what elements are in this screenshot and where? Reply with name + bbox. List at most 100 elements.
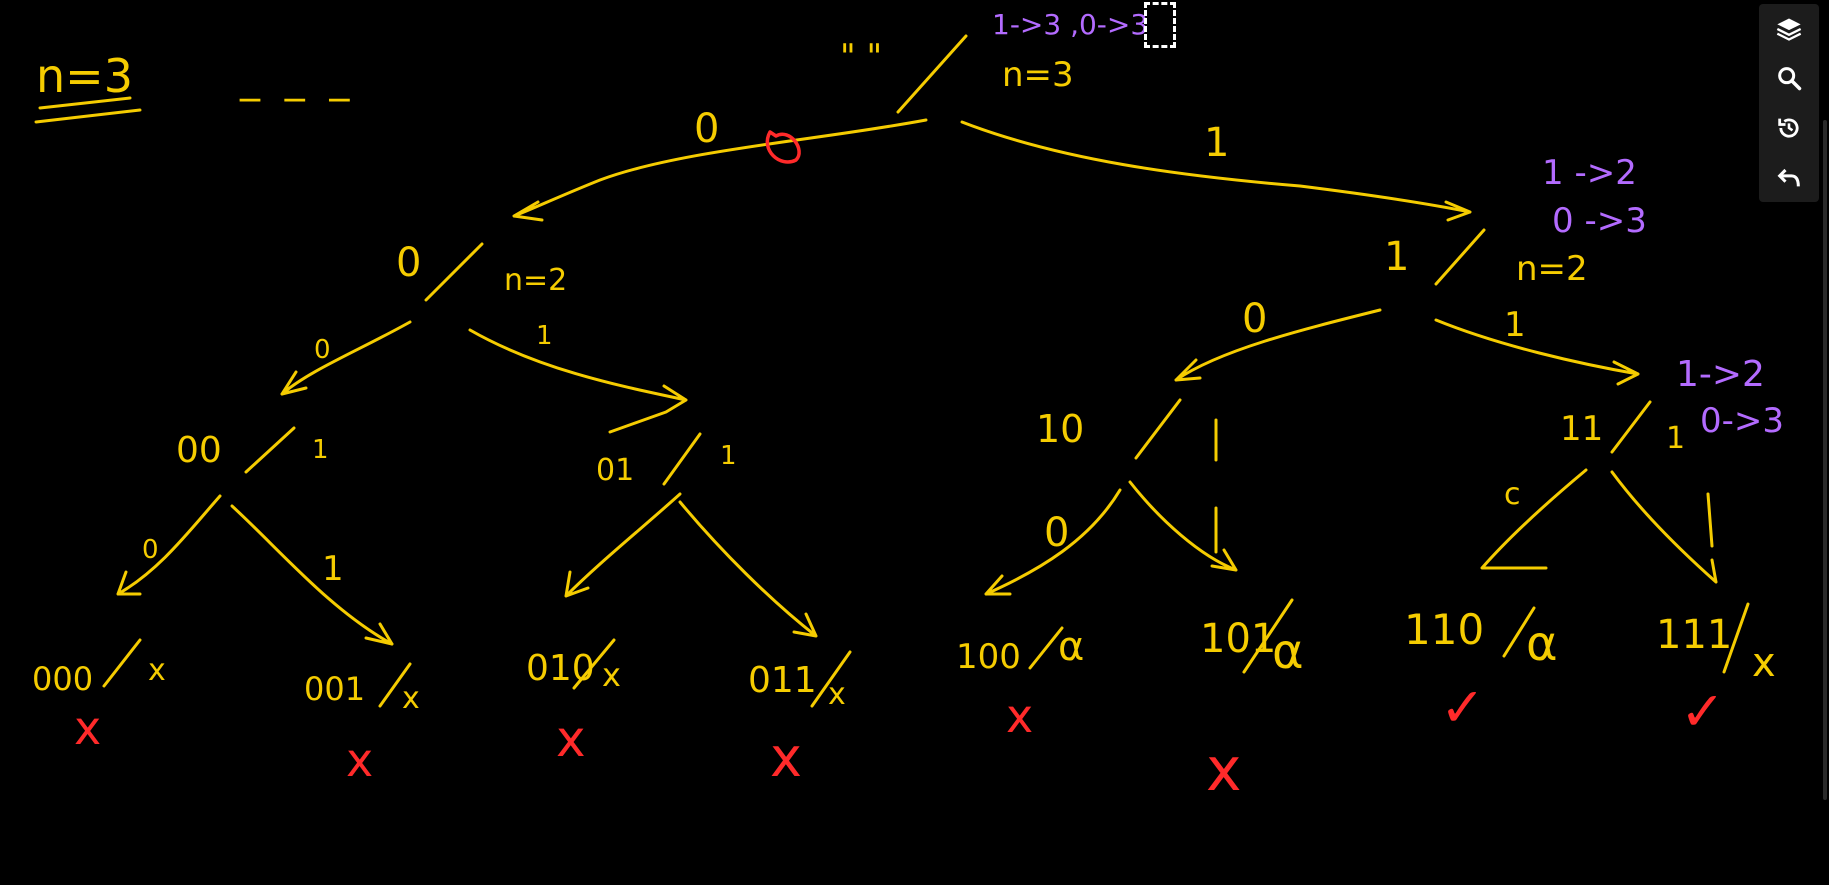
leaf-110-verdict: ✓ [1440, 676, 1485, 739]
edge-10-left-label: 0 [1044, 510, 1069, 556]
node-00-divider [244, 426, 296, 474]
edge-00-right-label: 1 [322, 549, 344, 589]
node-10-label: 10 [1036, 407, 1084, 451]
node-00-side: 1 [312, 435, 329, 465]
node-11-count-1: 1->2 [1676, 354, 1765, 395]
leaf-001: 001 x x [304, 662, 420, 787]
leaf-111-divider [1722, 602, 1750, 674]
leaf-000-divider [102, 638, 142, 688]
node-1-n: n=2 [1516, 249, 1588, 289]
node-00-label: 00 [176, 430, 222, 471]
leaf-011: 011 x x [748, 650, 852, 789]
edge-root-right [960, 120, 1472, 222]
red-dot-mark [765, 130, 801, 164]
edge-root-left [512, 118, 928, 222]
edge-11-left-label: c [1504, 477, 1521, 512]
leaf-001-divider [378, 662, 412, 708]
leaf-010: 010 x x [526, 638, 621, 768]
leaf-110-label: 110 [1404, 605, 1484, 654]
leaf-100: 100 α x [956, 624, 1084, 743]
leaf-010-tag: x [602, 656, 621, 694]
leaf-010-label: 010 [526, 648, 595, 689]
edge-0-left [280, 320, 412, 396]
undo-icon[interactable] [1767, 155, 1811, 199]
leaf-011-verdict: x [770, 726, 802, 789]
leaf-111-verdict: ✓ [1680, 680, 1725, 743]
edge-11-right [1610, 470, 1718, 584]
leaf-100-divider [1028, 626, 1064, 670]
edge-0-left-label: 0 [314, 335, 331, 365]
selection-handle[interactable] [1144, 2, 1176, 48]
leaf-111-label: 111 [1656, 612, 1732, 658]
node-01-side: 1 [720, 441, 737, 471]
edge-0-right-label: 1 [536, 321, 553, 351]
root-divider [896, 34, 968, 114]
edge-10-right [1128, 480, 1238, 572]
node-11-label: 11 [1560, 409, 1603, 449]
leaf-110-divider [1502, 606, 1536, 658]
node-10-divider [1134, 398, 1182, 460]
leaf-000-label: 000 [32, 660, 93, 698]
node-0-label: 0 [396, 240, 421, 286]
edge-root-right-label: 1 [1204, 120, 1229, 166]
vertical-scrollbar[interactable] [1823, 120, 1827, 800]
node-11-side: 1 [1666, 421, 1685, 456]
root-n: n=3 [1002, 55, 1074, 95]
canvas-toolbar [1759, 4, 1819, 202]
leaf-010-verdict: x [556, 710, 586, 768]
edge-11-left [1480, 468, 1588, 570]
leaf-000-verdict: x [74, 701, 101, 755]
edge-0-right [468, 328, 688, 434]
leaf-111: 111 x ✓ [1656, 602, 1776, 743]
node-01-label: 01 [596, 453, 634, 488]
leaf-101-label: 101 [1200, 616, 1276, 662]
leaf-011-divider [810, 650, 852, 708]
leaf-101-verdict: x [1206, 735, 1242, 805]
edge-root-left-label: 0 [694, 106, 719, 152]
node-11-divider [1610, 400, 1652, 454]
edge-00-right [230, 504, 394, 646]
leaf-101-tag: α [1272, 624, 1304, 680]
edge-01-left [564, 492, 682, 598]
leaf-101-divider [1242, 598, 1294, 674]
leaf-011-tag: x [828, 677, 846, 712]
leaf-110-tag: α [1526, 616, 1558, 672]
root-label: " " [840, 37, 882, 77]
node-1-count-0: 0 ->3 [1552, 201, 1647, 241]
leaf-000-tag: x [148, 653, 166, 688]
layers-icon[interactable] [1767, 7, 1811, 51]
blank-slots: _ _ _ [239, 56, 355, 102]
edge-01-right [678, 500, 818, 638]
leaf-100-label: 100 [956, 637, 1021, 677]
history-icon[interactable] [1767, 106, 1811, 150]
node-1-divider [1434, 228, 1486, 286]
edge-00-left [116, 494, 222, 596]
edge-1-left [1174, 308, 1382, 382]
edge-00-left-label: 0 [142, 535, 159, 565]
leaf-000: 000 x x [32, 638, 166, 755]
node-1-count-1: 1 ->2 [1542, 153, 1637, 193]
leaf-001-tag: x [402, 681, 420, 716]
leaf-100-tag: α [1058, 624, 1084, 670]
edge-1-right-label: 1 [1504, 305, 1526, 345]
leaf-101: 101 α x [1200, 598, 1304, 805]
node-01-divider [662, 432, 702, 486]
edge-1-right [1434, 318, 1640, 386]
problem-underline [34, 96, 142, 124]
leaf-011-label: 011 [748, 660, 817, 701]
leaf-111-tag: x [1752, 640, 1776, 686]
problem-label: n=3 [36, 49, 133, 103]
leaf-110: 110 α ✓ [1404, 605, 1558, 739]
node-0-divider [424, 242, 484, 302]
node-1-label: 1 [1384, 234, 1409, 280]
leaf-001-label: 001 [304, 670, 365, 708]
leaf-010-divider [572, 638, 616, 690]
leaf-100-verdict: x [1006, 689, 1033, 743]
node-0-n: n=2 [504, 263, 567, 298]
edge-1-left-label: 0 [1242, 296, 1267, 342]
leaf-001-verdict: x [346, 733, 373, 787]
search-icon[interactable] [1767, 56, 1811, 100]
edge-11-right-bar [1706, 492, 1714, 548]
root-counts: 1->3 ,0->3 [992, 8, 1148, 41]
